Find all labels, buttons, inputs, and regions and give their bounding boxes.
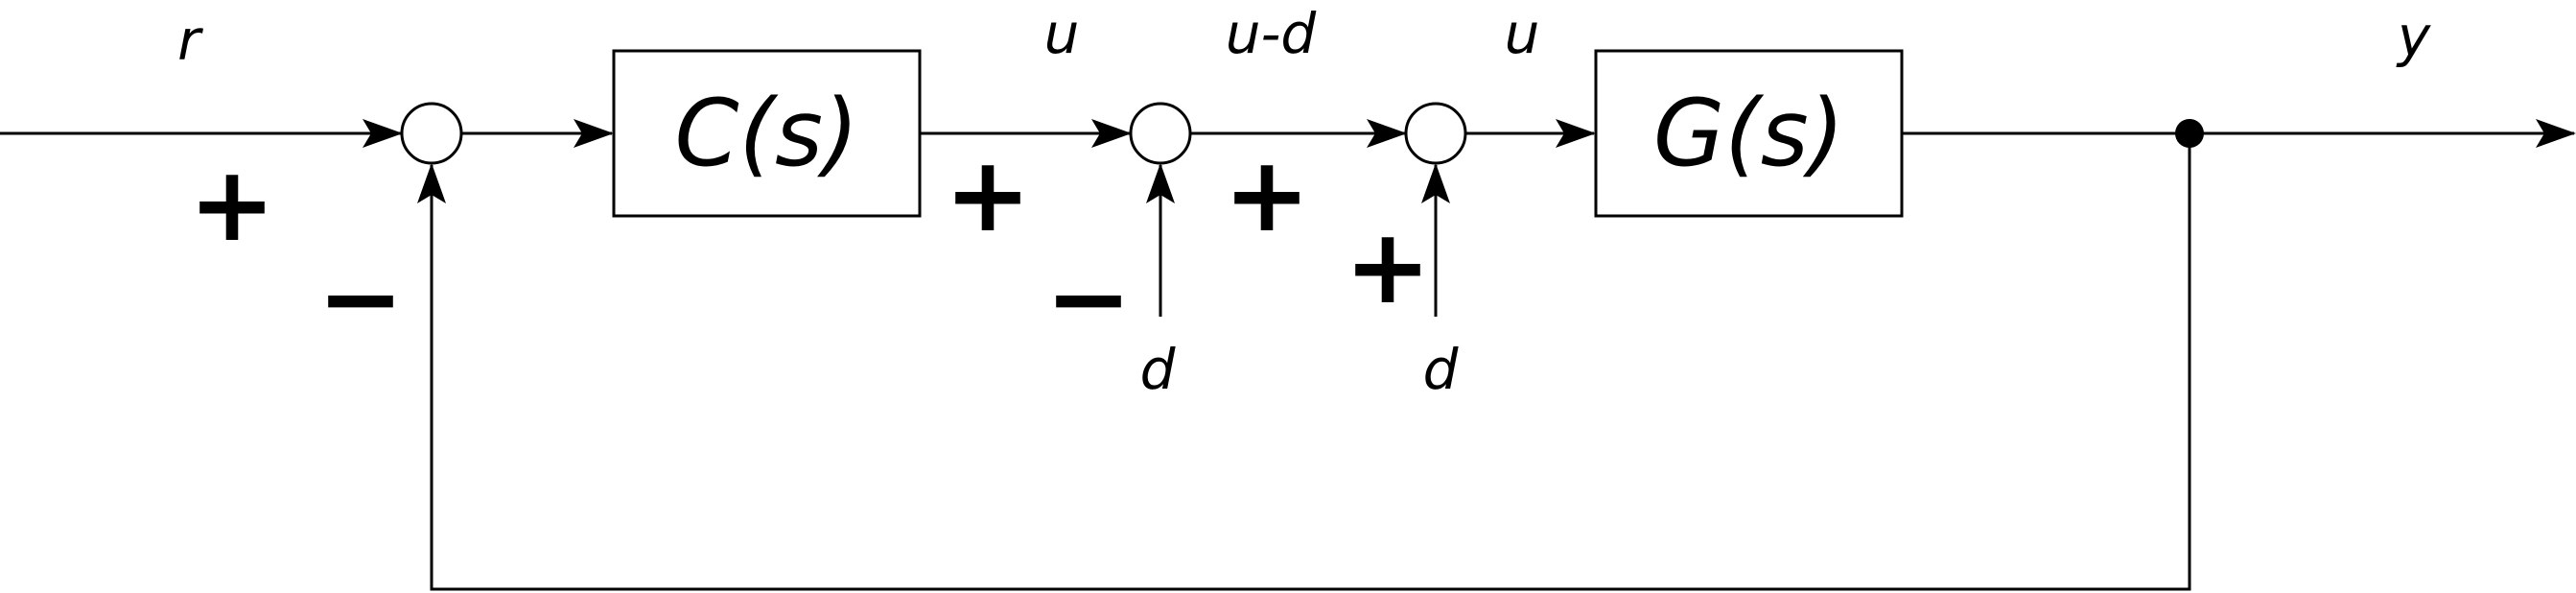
signal-label-reference: r: [177, 8, 203, 73]
signal-label-restored-control: u: [1505, 1, 1540, 66]
controller-label: C(s): [675, 80, 859, 187]
signal-label-disturbance-1: d: [1140, 337, 1177, 402]
signal-label-disturbance-2: d: [1423, 337, 1460, 402]
sign-sum3-disturbance: +: [1345, 207, 1432, 327]
summing-junction-2: [1129, 102, 1192, 165]
summing-junction-3: [1404, 102, 1467, 165]
plant-label: G(s): [1653, 80, 1844, 187]
sign-sum1-feedback: −: [317, 239, 405, 359]
branch-point: [2175, 119, 2204, 148]
signal-label-control-minus-disturbance: u-d: [1226, 1, 1318, 66]
signal-label-output: y: [2396, 4, 2431, 69]
signal-label-control: u: [1044, 1, 1080, 66]
sign-sum2-control: +: [945, 135, 1032, 255]
wire-feedback-path: [417, 133, 2191, 591]
controller-block: C(s): [612, 49, 922, 218]
plant-block: G(s): [1594, 49, 1904, 218]
sign-sum2-disturbance: −: [1045, 239, 1133, 359]
sign-sum3-control: +: [1224, 135, 1311, 255]
sign-sum1-reference: +: [189, 145, 276, 265]
summing-junction-1: [400, 102, 463, 165]
